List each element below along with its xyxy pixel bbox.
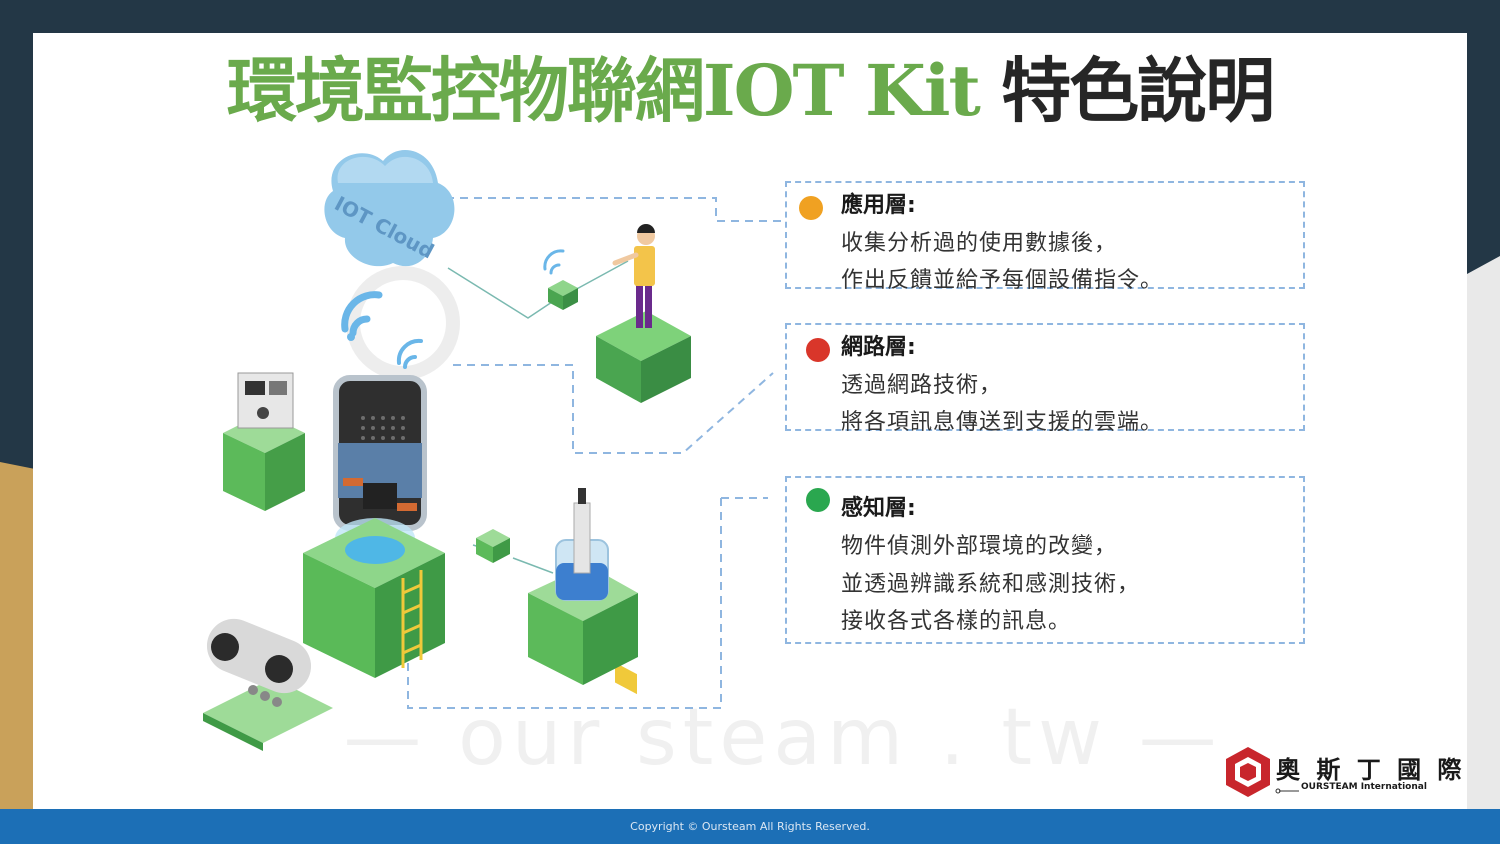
person-pedestal xyxy=(596,311,691,695)
iot-illustration: IOT Cloud xyxy=(203,149,783,751)
wire-lines xyxy=(447,260,629,574)
iot-cloud-icon xyxy=(324,149,455,267)
slide: 環境監控物聯網IOT Kit 特色說明 — our steam . tw — I… xyxy=(33,33,1467,809)
controller-cube xyxy=(303,518,445,678)
wifi-icon-node xyxy=(543,249,565,275)
background-gear-icon xyxy=(346,266,460,380)
title-green-part: 環境監控物聯網IOT Kit xyxy=(226,49,981,132)
water-sensor-cube xyxy=(528,488,638,685)
network-layer-label: 網路層: xyxy=(841,335,916,360)
ultrasonic-sensor-icon xyxy=(203,618,333,751)
perception-layer-line-3: 接收各式各樣的訊息。 xyxy=(841,609,1072,634)
person-figure xyxy=(612,224,655,328)
network-layer-line-2: 將各項訊息傳送到支援的雲端。 xyxy=(841,410,1164,435)
gas-sensor-cube xyxy=(223,372,305,511)
title-dark-part: 特色說明 xyxy=(978,49,1275,132)
application-layer-dot xyxy=(799,196,823,220)
perception-layer-box xyxy=(785,476,1305,644)
network-node-cube xyxy=(548,280,578,310)
application-layer-box xyxy=(785,181,1305,289)
application-layer-label: 應用層: xyxy=(841,193,916,218)
watermark: — our steam . tw — xyxy=(343,693,1223,783)
microbit-board-icon xyxy=(333,375,427,531)
logo-english: OURSTEAM International xyxy=(1301,782,1427,792)
perception-layer-line-1: 物件偵測外部環境的改變， xyxy=(841,534,1118,559)
page-title: 環境監控物聯網IOT Kit 特色說明 xyxy=(33,49,1467,133)
network-layer-line-1: 透過網路技術， xyxy=(841,373,1003,398)
connector-lines xyxy=(407,197,783,709)
small-node-cube xyxy=(476,529,510,563)
wifi-icon-small xyxy=(396,338,423,369)
wifi-icon-large xyxy=(341,291,383,341)
network-layer-box xyxy=(785,323,1305,431)
footer-copyright: Copyright © Oursteam All Rights Reserved… xyxy=(630,820,870,833)
perception-layer-dot xyxy=(806,488,830,512)
logo-chinese: 奧 斯 丁 國 際 xyxy=(1276,756,1466,784)
perception-layer-label: 感知層: xyxy=(841,496,916,521)
application-layer-line-2: 作出反饋並給予每個設備指令。 xyxy=(841,268,1164,293)
network-layer-dot xyxy=(806,338,830,362)
application-layer-line-1: 收集分析過的使用數據後， xyxy=(841,231,1118,256)
footer-bar xyxy=(0,809,1500,844)
oursteam-logo-icon xyxy=(1226,747,1299,797)
perception-layer-line-2: 並透過辨識系統和感測技術， xyxy=(841,572,1141,597)
ladder-icon xyxy=(401,570,423,668)
